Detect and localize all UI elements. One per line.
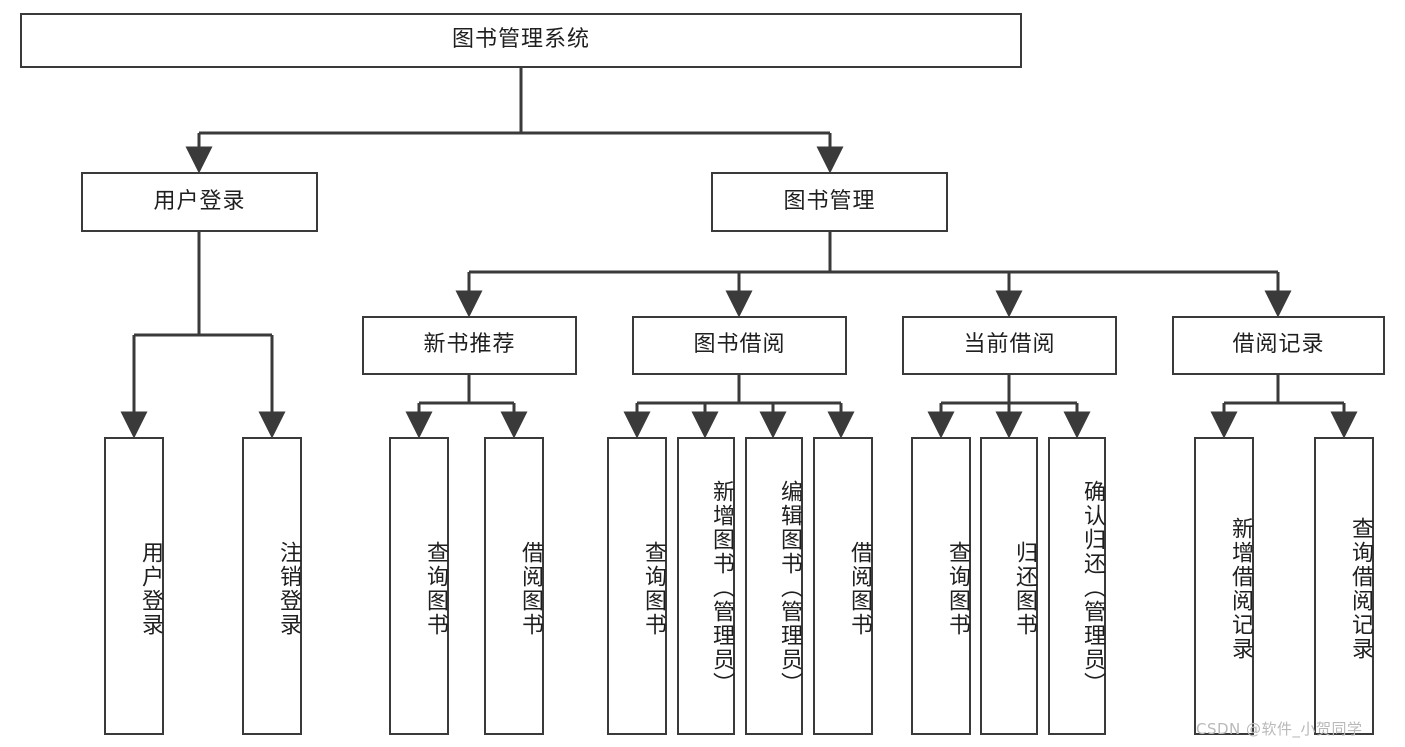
node-label: 借阅记录 [1232, 332, 1325, 358]
node-user-login[interactable]: 用户登录 [81, 172, 318, 232]
node-label: 新书推荐 [423, 332, 516, 358]
node-book-management[interactable]: 图书管理 [711, 172, 948, 232]
node-new-book-recommend[interactable]: 新书推荐 [362, 316, 577, 375]
leaf-current-return-book[interactable]: 归还图书 [980, 437, 1038, 735]
node-label: 当前借阅 [963, 332, 1056, 358]
node-label: 注销登录 [276, 541, 301, 637]
node-root-system[interactable]: 图书管理系统 [20, 13, 1022, 68]
node-borrow-record[interactable]: 借阅记录 [1172, 316, 1385, 375]
node-label: 图书管理系统 [451, 27, 590, 53]
leaf-borrow-edit-book-admin[interactable]: 编辑图书（管理员） [745, 437, 803, 735]
leaf-record-add-record[interactable]: 新增借阅记录 [1194, 437, 1254, 735]
leaf-current-confirm-return-admin[interactable]: 确认归还（管理员） [1048, 437, 1106, 735]
leaf-user-login[interactable]: 用户登录 [104, 437, 164, 735]
leaf-record-query-record[interactable]: 查询借阅记录 [1314, 437, 1374, 735]
node-label: 确认归还（管理员） [1080, 479, 1105, 696]
node-label: 图书借阅 [693, 332, 786, 358]
node-label: 用户登录 [138, 541, 163, 637]
node-label: 查询图书 [423, 541, 448, 637]
node-current-borrow[interactable]: 当前借阅 [902, 316, 1117, 375]
node-label: 归还图书 [1012, 541, 1037, 637]
node-label: 查询图书 [945, 541, 970, 637]
leaf-borrow-borrow-book[interactable]: 借阅图书 [813, 437, 873, 735]
node-label: 新增图书（管理员） [709, 479, 734, 696]
node-label: 新增借阅记录 [1228, 517, 1253, 661]
node-label: 查询借阅记录 [1348, 517, 1373, 661]
node-label: 编辑图书（管理员） [777, 479, 802, 696]
node-label: 借阅图书 [518, 541, 543, 637]
node-label: 查询图书 [641, 541, 666, 637]
node-label: 用户登录 [153, 188, 246, 214]
csdn-watermark: CSDN @软件_小贺同学 [1196, 720, 1363, 738]
node-label: 借阅图书 [847, 541, 872, 637]
leaf-current-query-book[interactable]: 查询图书 [911, 437, 971, 735]
leaf-user-logout[interactable]: 注销登录 [242, 437, 302, 735]
node-label: 图书管理 [783, 188, 876, 214]
leaf-recommend-borrow-book[interactable]: 借阅图书 [484, 437, 544, 735]
node-book-borrow[interactable]: 图书借阅 [632, 316, 847, 375]
leaf-recommend-query-book[interactable]: 查询图书 [389, 437, 449, 735]
leaf-borrow-add-book-admin[interactable]: 新增图书（管理员） [677, 437, 735, 735]
leaf-borrow-query-book[interactable]: 查询图书 [607, 437, 667, 735]
